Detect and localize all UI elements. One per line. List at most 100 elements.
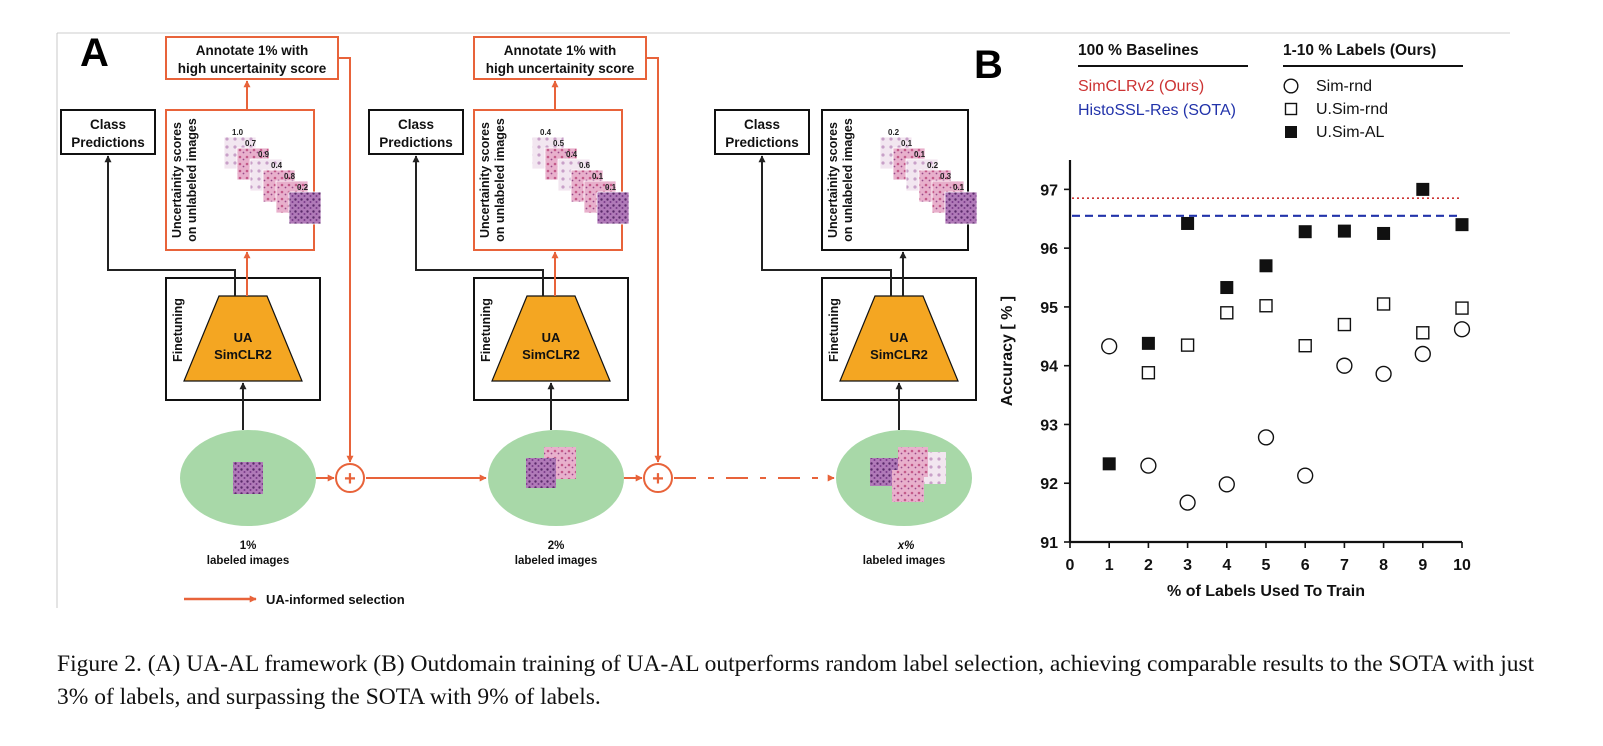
uncertainty-label-1: Uncertainity scores bbox=[478, 122, 492, 238]
figure-caption: Figure 2. (A) UA-AL framework (B) Outdom… bbox=[57, 651, 1535, 710]
data-point-square-open bbox=[1337, 317, 1352, 332]
uncertainty-score: 0.6 bbox=[579, 161, 591, 170]
class-predictions-line-1: Class bbox=[744, 117, 780, 132]
arrow-annotate-to-plus-1 bbox=[338, 57, 354, 463]
data-point-square-filled bbox=[1298, 225, 1312, 239]
data-point-square-open bbox=[1455, 301, 1469, 315]
data-point-circle-open bbox=[1336, 357, 1353, 374]
x-tick-label: 10 bbox=[1453, 557, 1471, 574]
uncertainty-score: 0.4 bbox=[271, 161, 283, 170]
y-tick-label: 96 bbox=[1040, 241, 1058, 258]
arrow-to-class-predictions bbox=[412, 155, 544, 296]
uncertainty-score: 1.0 bbox=[232, 128, 244, 137]
model-name-line-1: UA bbox=[542, 330, 561, 345]
model-trapezoid bbox=[491, 295, 611, 382]
legend-series-entry: Sim-rnd bbox=[1316, 78, 1372, 95]
legend-series-entry: U.Sim-AL bbox=[1316, 124, 1385, 141]
labeled-percent: 2% bbox=[548, 540, 565, 552]
annotate-line-1: Annotate 1% with bbox=[196, 43, 309, 58]
labeled-percent: 1% bbox=[240, 540, 257, 552]
legend-marker-1 bbox=[1283, 78, 1299, 94]
x-tick-label: 1 bbox=[1105, 557, 1114, 574]
uncertainty-score: 0.1 bbox=[914, 150, 926, 159]
finetuning-label: Finetuning bbox=[479, 298, 493, 362]
legend-marker-3 bbox=[1285, 126, 1297, 138]
y-tick-label: 91 bbox=[1040, 535, 1058, 552]
tissue-tile bbox=[288, 191, 322, 225]
annotate-box bbox=[473, 36, 647, 80]
plus-symbol: + bbox=[652, 468, 664, 490]
y-axis-label: Accuracy [ % ] bbox=[999, 296, 1016, 406]
class-predictions-box bbox=[368, 109, 464, 155]
uncertainty-label-1: Uncertainity scores bbox=[170, 122, 184, 238]
data-point-square-filled bbox=[1102, 457, 1116, 471]
x-tick-label: 9 bbox=[1418, 557, 1427, 574]
data-point-circle-open bbox=[1179, 494, 1196, 511]
y-tick-label: 97 bbox=[1040, 182, 1058, 199]
data-point-circle-open bbox=[1375, 365, 1392, 383]
legend-baselines-title: 100 % Baselines bbox=[1078, 42, 1199, 59]
finetuning-label: Finetuning bbox=[171, 298, 185, 362]
legend-baseline-entry: SimCLRv2 (Ours) bbox=[1078, 78, 1204, 95]
class-predictions-line-2: Predictions bbox=[71, 135, 145, 150]
uncertainty-score: 0.2 bbox=[297, 183, 309, 192]
y-tick-label: 95 bbox=[1040, 300, 1058, 317]
panel-a: A Annotate 1% with high uncertainity score… bbox=[60, 31, 978, 607]
uncertainty-score: 0.2 bbox=[888, 128, 900, 137]
data-point-square-open bbox=[1259, 299, 1273, 313]
uncertainty-score: 0.9 bbox=[258, 150, 270, 159]
uncertainty-score: 0.1 bbox=[953, 183, 965, 192]
y-tick-label: 92 bbox=[1040, 476, 1058, 493]
plus-circle bbox=[643, 463, 673, 493]
data-point-square-open bbox=[1416, 326, 1430, 340]
model-name-line-1: UA bbox=[890, 330, 909, 345]
uncertainty-score: 0.4 bbox=[540, 128, 552, 137]
data-point-square-open bbox=[1376, 297, 1391, 311]
plus-symbol: + bbox=[344, 468, 356, 490]
class-predictions-line-1: Class bbox=[90, 117, 126, 132]
data-point-square-filled bbox=[1337, 224, 1351, 238]
y-tick-label: 94 bbox=[1040, 359, 1058, 376]
panel-a-label: A bbox=[80, 31, 109, 75]
data-point-square-filled bbox=[1377, 226, 1391, 240]
annotate-line-2: high uncertainity score bbox=[486, 61, 635, 76]
annotate-line-1: Annotate 1% with bbox=[504, 43, 617, 58]
panel-b-label: B bbox=[974, 43, 1003, 87]
data-point-square-open bbox=[1298, 339, 1312, 353]
data-point-square-filled bbox=[1141, 336, 1155, 350]
labeled-image-tile bbox=[233, 462, 263, 494]
labeled-images-text: labeled images bbox=[863, 555, 945, 567]
data-point-circle-open bbox=[1218, 476, 1235, 493]
labeled-images-text: labeled images bbox=[207, 555, 289, 567]
x-axis-label: % of Labels Used To Train bbox=[1167, 583, 1365, 600]
labeled-image-tile bbox=[526, 458, 556, 488]
data-point-square-open bbox=[1220, 306, 1234, 320]
legend-ours-title: 1-10 % Labels (Ours) bbox=[1283, 42, 1436, 59]
class-predictions-line-2: Predictions bbox=[379, 135, 453, 150]
stage-1: Annotate 1% with high uncertainity scoreC… bbox=[60, 36, 339, 567]
annotate-line-2: high uncertainity score bbox=[178, 61, 327, 76]
data-point-square-open bbox=[1180, 338, 1195, 352]
data-point-circle-open bbox=[1257, 429, 1275, 446]
uncertainty-score: 0.5 bbox=[553, 139, 565, 148]
legend-series-entry: U.Sim-rnd bbox=[1316, 101, 1388, 118]
data-point-circle-open bbox=[1453, 321, 1471, 338]
finetuning-label: Finetuning bbox=[827, 298, 841, 362]
x-tick-label: 0 bbox=[1066, 557, 1075, 574]
uncertainty-score: 0.2 bbox=[927, 161, 939, 170]
class-predictions-line-1: Class bbox=[398, 117, 434, 132]
model-name-line-1: UA bbox=[234, 330, 253, 345]
data-point-circle-open bbox=[1414, 345, 1431, 363]
x-tick-label: 2 bbox=[1144, 557, 1153, 574]
uncertainty-label-2: on unlabeled images bbox=[493, 118, 507, 242]
uncertainty-score: 0.1 bbox=[901, 139, 913, 148]
x-tick-label: 3 bbox=[1183, 557, 1192, 574]
uncertainty-score: 0.1 bbox=[592, 172, 604, 181]
figure: A Annotate 1% with high uncertainity score… bbox=[56, 31, 1510, 608]
uncertainty-label-1: Uncertainity scores bbox=[826, 122, 840, 238]
model-name-line-2: SimCLR2 bbox=[214, 347, 272, 362]
x-tick-label: 6 bbox=[1301, 557, 1310, 574]
data-point-square-filled bbox=[1259, 259, 1273, 273]
